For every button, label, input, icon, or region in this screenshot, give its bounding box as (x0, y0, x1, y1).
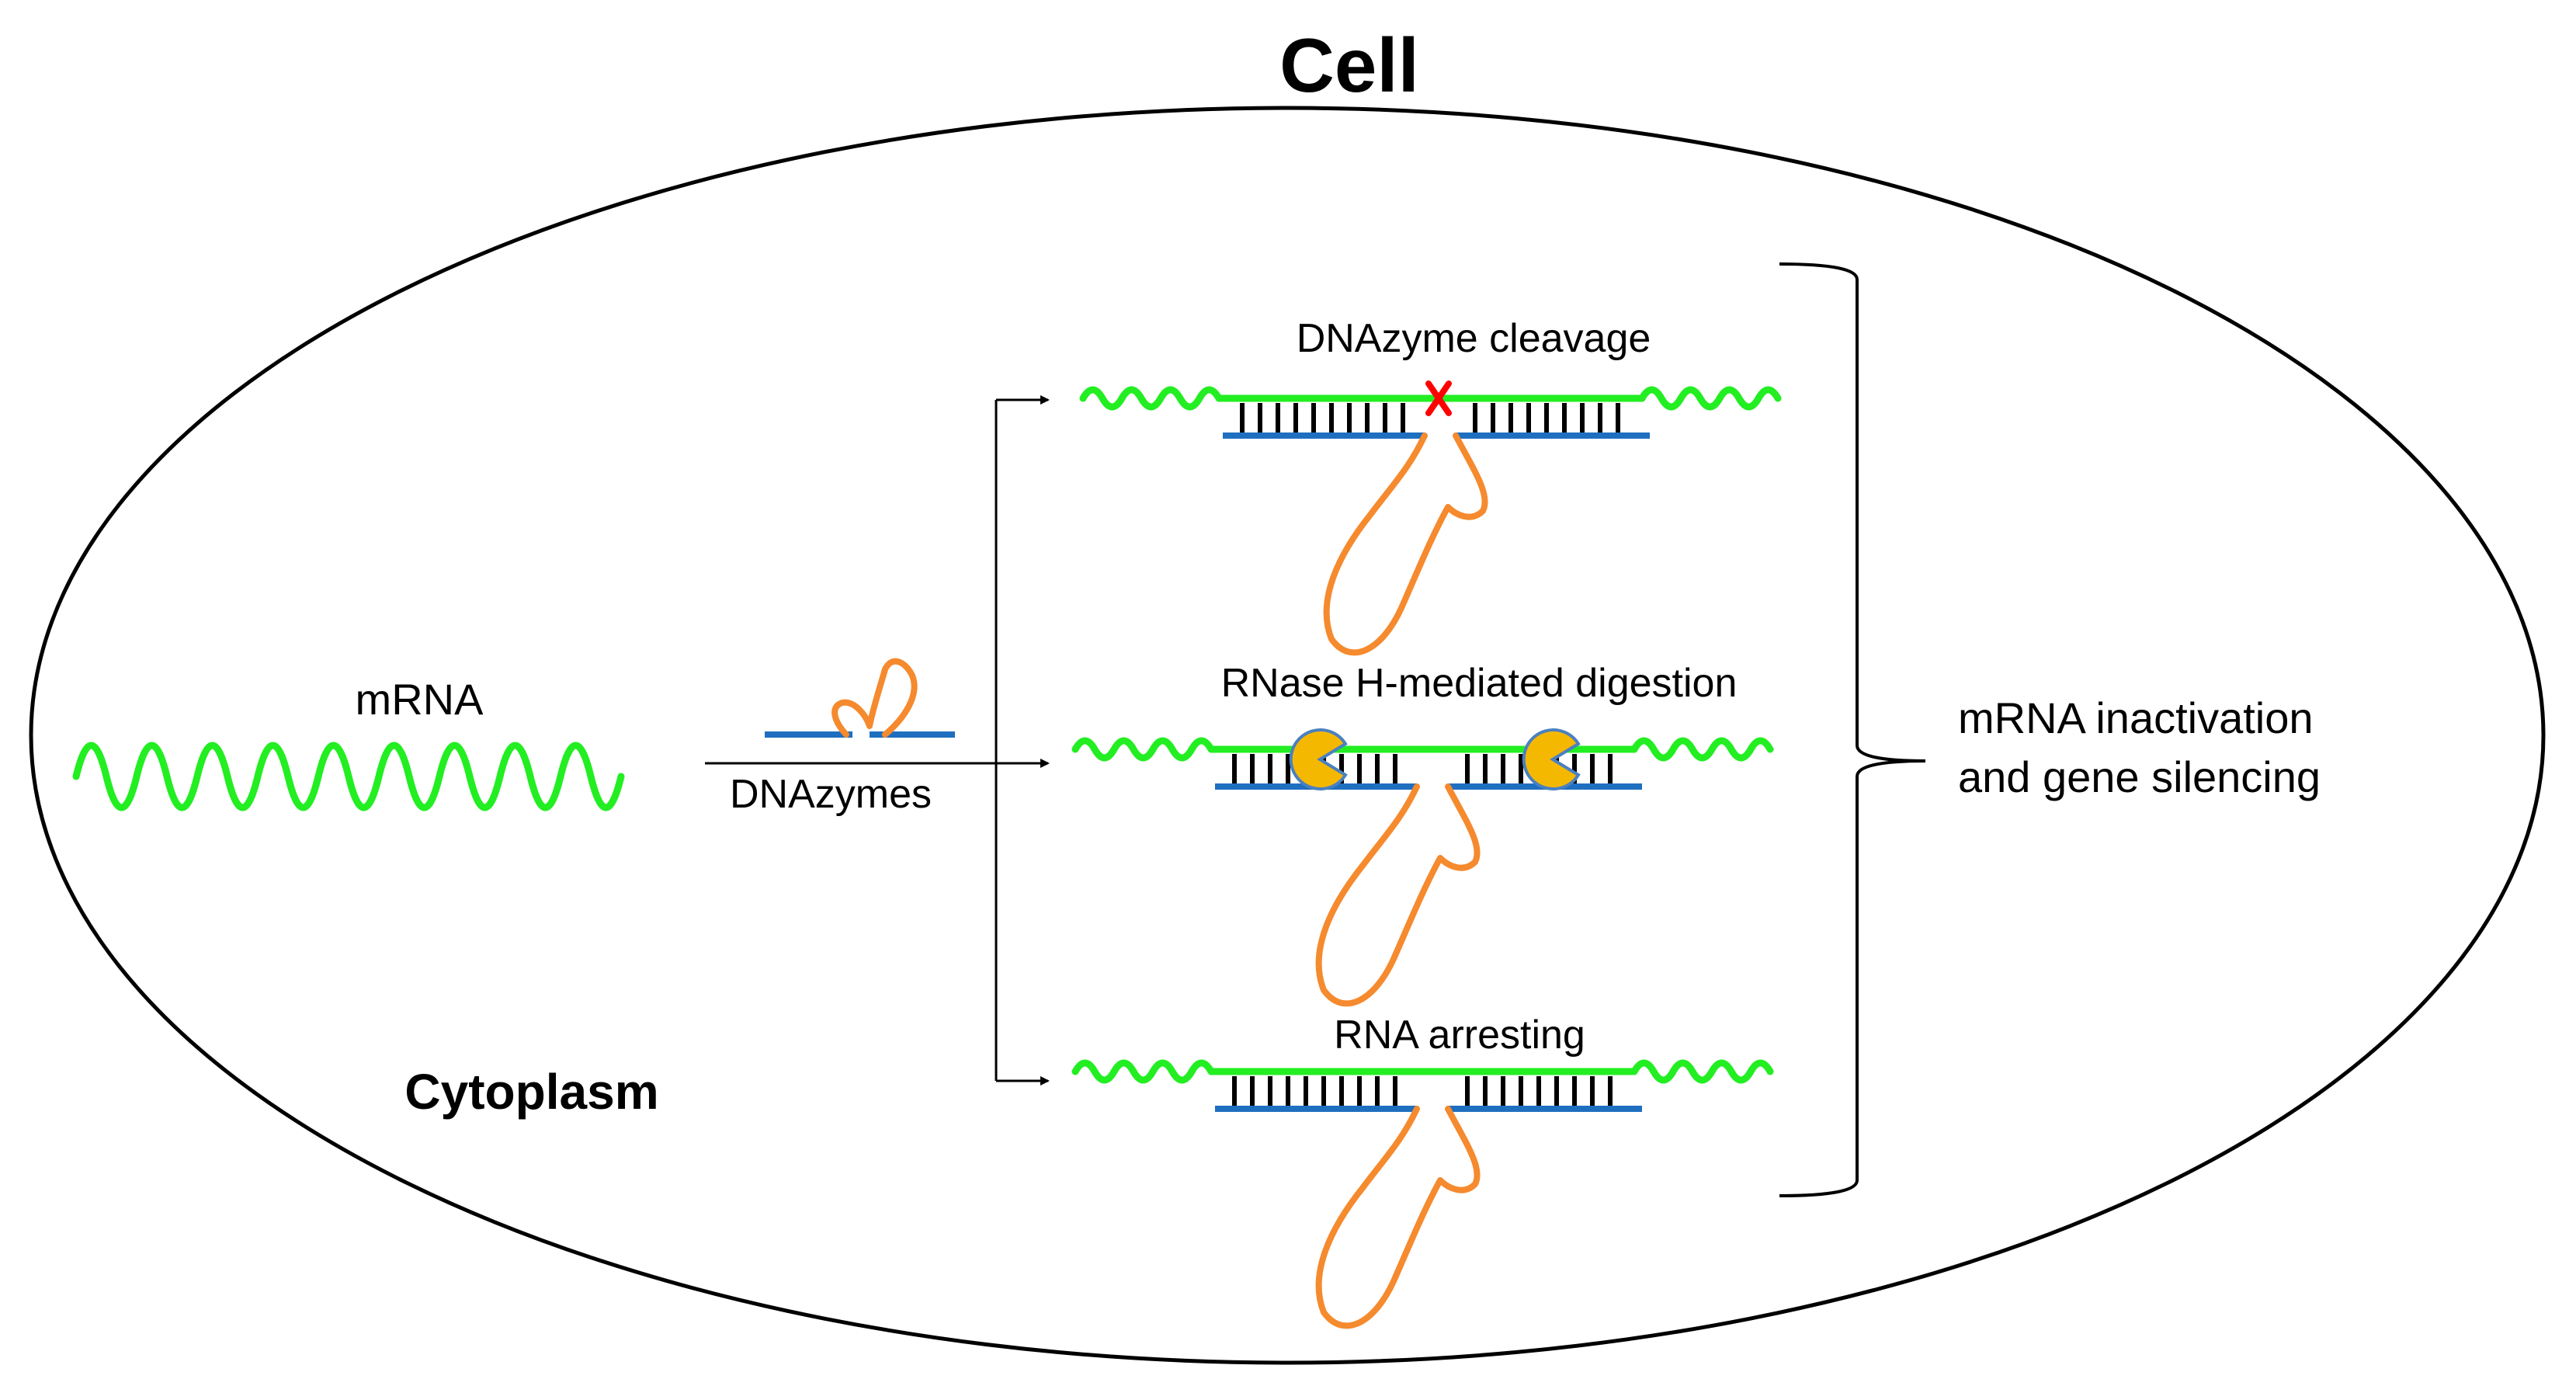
free-dnazyme (765, 658, 955, 738)
cleavage-x-icon (1425, 380, 1452, 416)
cell-membrane (29, 106, 2546, 1365)
pathway-label-arresting: RNA arresting (1334, 1013, 1585, 1058)
dnazymes-label: DNAzymes (730, 772, 932, 817)
duplex-cleavage (1083, 390, 1778, 652)
pathway-label-rnaseh: RNase H-mediated digestion (1221, 661, 1738, 706)
pathway-label-cleavage: DNAzyme cleavage (1297, 316, 1651, 361)
outcome-line-2: and gene silencing (1958, 752, 2321, 801)
rnase-h-icon (1289, 728, 1348, 790)
mrna-label: mRNA (356, 675, 484, 724)
rnase-h-icon (1522, 728, 1581, 790)
cytoplasm-label: Cytoplasm (404, 1064, 658, 1120)
outcome-line-1: mRNA inactivation (1958, 693, 2314, 742)
duplex-rnaseh (1075, 741, 1770, 1003)
duplex-arresting (1075, 1063, 1770, 1325)
outcome-bracket (1779, 262, 1926, 1197)
mrna-strand (72, 742, 625, 811)
cell-title: Cell (1279, 23, 1419, 108)
